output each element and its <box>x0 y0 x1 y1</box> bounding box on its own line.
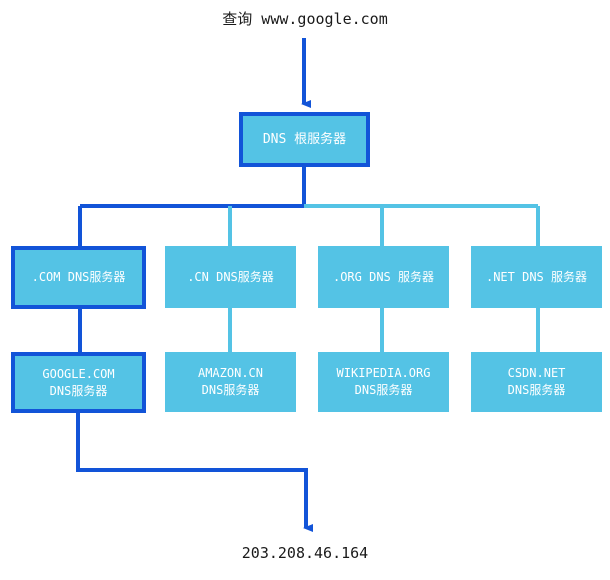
query-label: 查询 www.google.com <box>222 10 388 28</box>
node-amazon-cn-dns-server[interactable]: AMAZON.CN DNS服务器 <box>165 352 296 412</box>
result-ip-label: 203.208.46.164 <box>241 544 369 562</box>
node-net-dns-server-label: .NET DNS 服务器 <box>485 269 588 284</box>
node-org-dns-server-label: .ORG DNS 服务器 <box>332 269 435 284</box>
node-wikipedia-org-dns-server[interactable]: WIKIPEDIA.ORG DNS服务器 <box>318 352 449 412</box>
node-com-dns-server[interactable]: .COM DNS服务器 <box>11 246 146 309</box>
node-cn-dns-server[interactable]: .CN DNS服务器 <box>165 246 296 308</box>
node-net-dns-server[interactable]: .NET DNS 服务器 <box>471 246 602 308</box>
answer-return-path <box>76 413 313 532</box>
node-org-dns-server[interactable]: .ORG DNS 服务器 <box>318 246 449 308</box>
node-cn-dns-server-label: .CN DNS服务器 <box>187 269 274 284</box>
node-dns-root-server[interactable]: DNS 根服务器 <box>239 112 370 167</box>
node-google-com-dns-server-label: GOOGLE.COM DNS服务器 <box>42 366 115 398</box>
node-csdn-net-dns-server-label: CSDN.NET DNS服务器 <box>507 366 566 397</box>
node-dns-root-server-label: DNS 根服务器 <box>262 132 347 147</box>
node-google-com-dns-server[interactable]: GOOGLE.COM DNS服务器 <box>11 352 146 413</box>
node-wikipedia-org-dns-server-label: WIKIPEDIA.ORG DNS服务器 <box>336 366 431 397</box>
node-amazon-cn-dns-server-label: AMAZON.CN DNS服务器 <box>197 366 264 397</box>
node-com-dns-server-label: .COM DNS服务器 <box>31 270 126 284</box>
node-csdn-net-dns-server[interactable]: CSDN.NET DNS服务器 <box>471 352 602 412</box>
